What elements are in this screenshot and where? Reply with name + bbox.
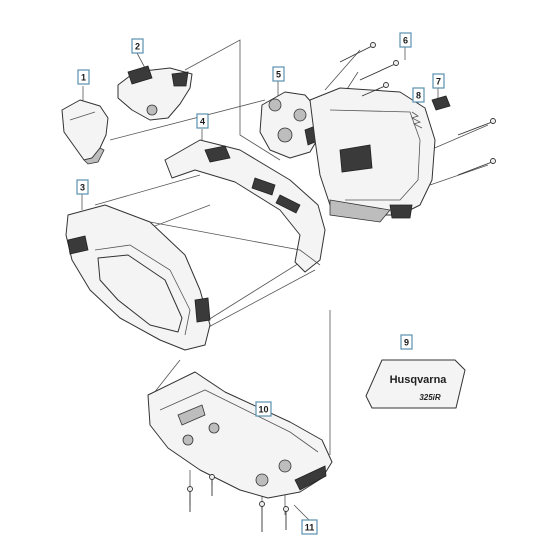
callout-3: 3: [76, 179, 89, 195]
svg-text:3: 3: [80, 183, 85, 193]
svg-text:1: 1: [81, 73, 86, 83]
part-8-spring: [410, 111, 423, 129]
svg-text:5: 5: [276, 70, 281, 80]
callout-7: 7: [432, 73, 445, 89]
decal-model: 325iR: [419, 393, 441, 402]
part-7-button: [431, 95, 451, 111]
callout-9: 9: [400, 334, 413, 350]
svg-text:2: 2: [135, 42, 140, 52]
callout-1: 1: [77, 69, 90, 85]
part-10-bottom-cover: [147, 371, 333, 499]
decal-brand: Husqvarna: [390, 374, 448, 386]
part-6-screws: [339, 42, 496, 176]
callout-10: 10: [255, 401, 272, 417]
part-9-decal: Husqvarna 325iR: [365, 359, 466, 409]
svg-text:7: 7: [436, 77, 441, 87]
part-1-cover: [61, 99, 109, 165]
callout-5: 5: [272, 66, 285, 82]
callout-6: 6: [399, 32, 412, 48]
callout-11: 11: [301, 519, 318, 535]
callout-4: 4: [196, 113, 209, 129]
svg-text:9: 9: [404, 338, 409, 348]
svg-text:8: 8: [416, 91, 421, 101]
svg-text:11: 11: [305, 523, 315, 533]
part-11-screws: [187, 474, 289, 532]
callout-2: 2: [131, 38, 144, 54]
part-3-housing: [65, 204, 321, 351]
upper-housing: [309, 87, 436, 223]
part-4-handle: [164, 139, 326, 273]
part-2-trigger: [117, 65, 193, 121]
svg-text:4: 4: [200, 117, 205, 127]
callout-8: 8: [412, 87, 425, 103]
svg-text:6: 6: [403, 36, 408, 46]
part-5-motor: [259, 91, 321, 159]
svg-text:10: 10: [258, 405, 268, 415]
